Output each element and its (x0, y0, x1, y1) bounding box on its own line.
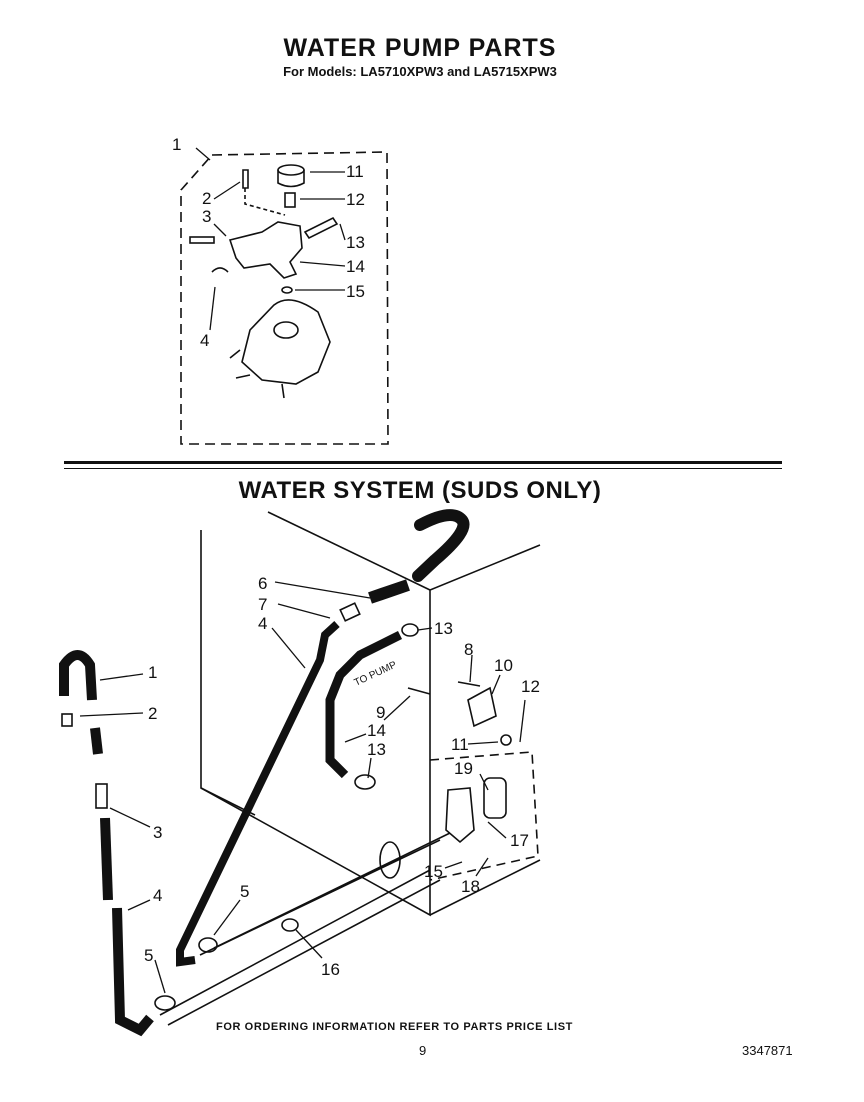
callout-8: 8 (464, 640, 473, 659)
page-title: WATER PUMP PARTS (283, 34, 557, 62)
callout-19: 19 (454, 759, 473, 778)
callout-11: 11 (346, 162, 364, 181)
callout-5b: 5 (144, 946, 153, 965)
callout-2: 2 (148, 704, 157, 723)
callout-5a: 5 (240, 882, 249, 901)
callout-7: 7 (258, 595, 267, 614)
section-divider (64, 461, 782, 464)
callout-13a: 13 (434, 619, 453, 638)
models-subtitle: For Models: LA5710XPW3 and LA5715XPW3 (283, 64, 557, 79)
callout-13b: 13 (367, 740, 386, 759)
callout-15: 15 (346, 282, 365, 301)
page-number: 9 (419, 1043, 427, 1058)
section-title: WATER SYSTEM (SUDS ONLY) (238, 477, 602, 504)
callout-1: 1 (148, 663, 157, 682)
to-pump-label: TO PUMP (353, 659, 399, 688)
callout-9: 9 (376, 703, 385, 722)
callout-1: 1 (172, 135, 181, 154)
callout-12: 12 (521, 677, 540, 696)
callout-10: 10 (494, 656, 513, 675)
callout-14: 14 (367, 721, 386, 740)
callout-18: 18 (461, 877, 480, 896)
callout-4b: 4 (258, 614, 267, 633)
callout-11: 11 (451, 735, 469, 754)
callout-13: 13 (346, 233, 365, 252)
callout-6: 6 (258, 574, 267, 593)
callout-16: 16 (321, 960, 340, 979)
document-number: 3347871 (742, 1043, 793, 1058)
callout-14: 14 (346, 257, 365, 276)
callout-3: 3 (153, 823, 162, 842)
callout-17: 17 (510, 831, 529, 850)
callout-4a: 4 (153, 886, 162, 905)
callout-2: 2 (202, 189, 211, 208)
water-pump-diagram: 1 2 3 4 11 12 13 14 15 (172, 135, 389, 445)
section-divider-thin (64, 468, 782, 469)
ordering-note: FOR ORDERING INFORMATION REFER TO PARTS … (216, 1021, 573, 1033)
callout-15: 15 (424, 862, 443, 881)
callout-4: 4 (200, 331, 209, 350)
callout-3: 3 (202, 207, 211, 226)
pump-assembly-outline (180, 151, 389, 445)
callout-12: 12 (346, 190, 365, 209)
